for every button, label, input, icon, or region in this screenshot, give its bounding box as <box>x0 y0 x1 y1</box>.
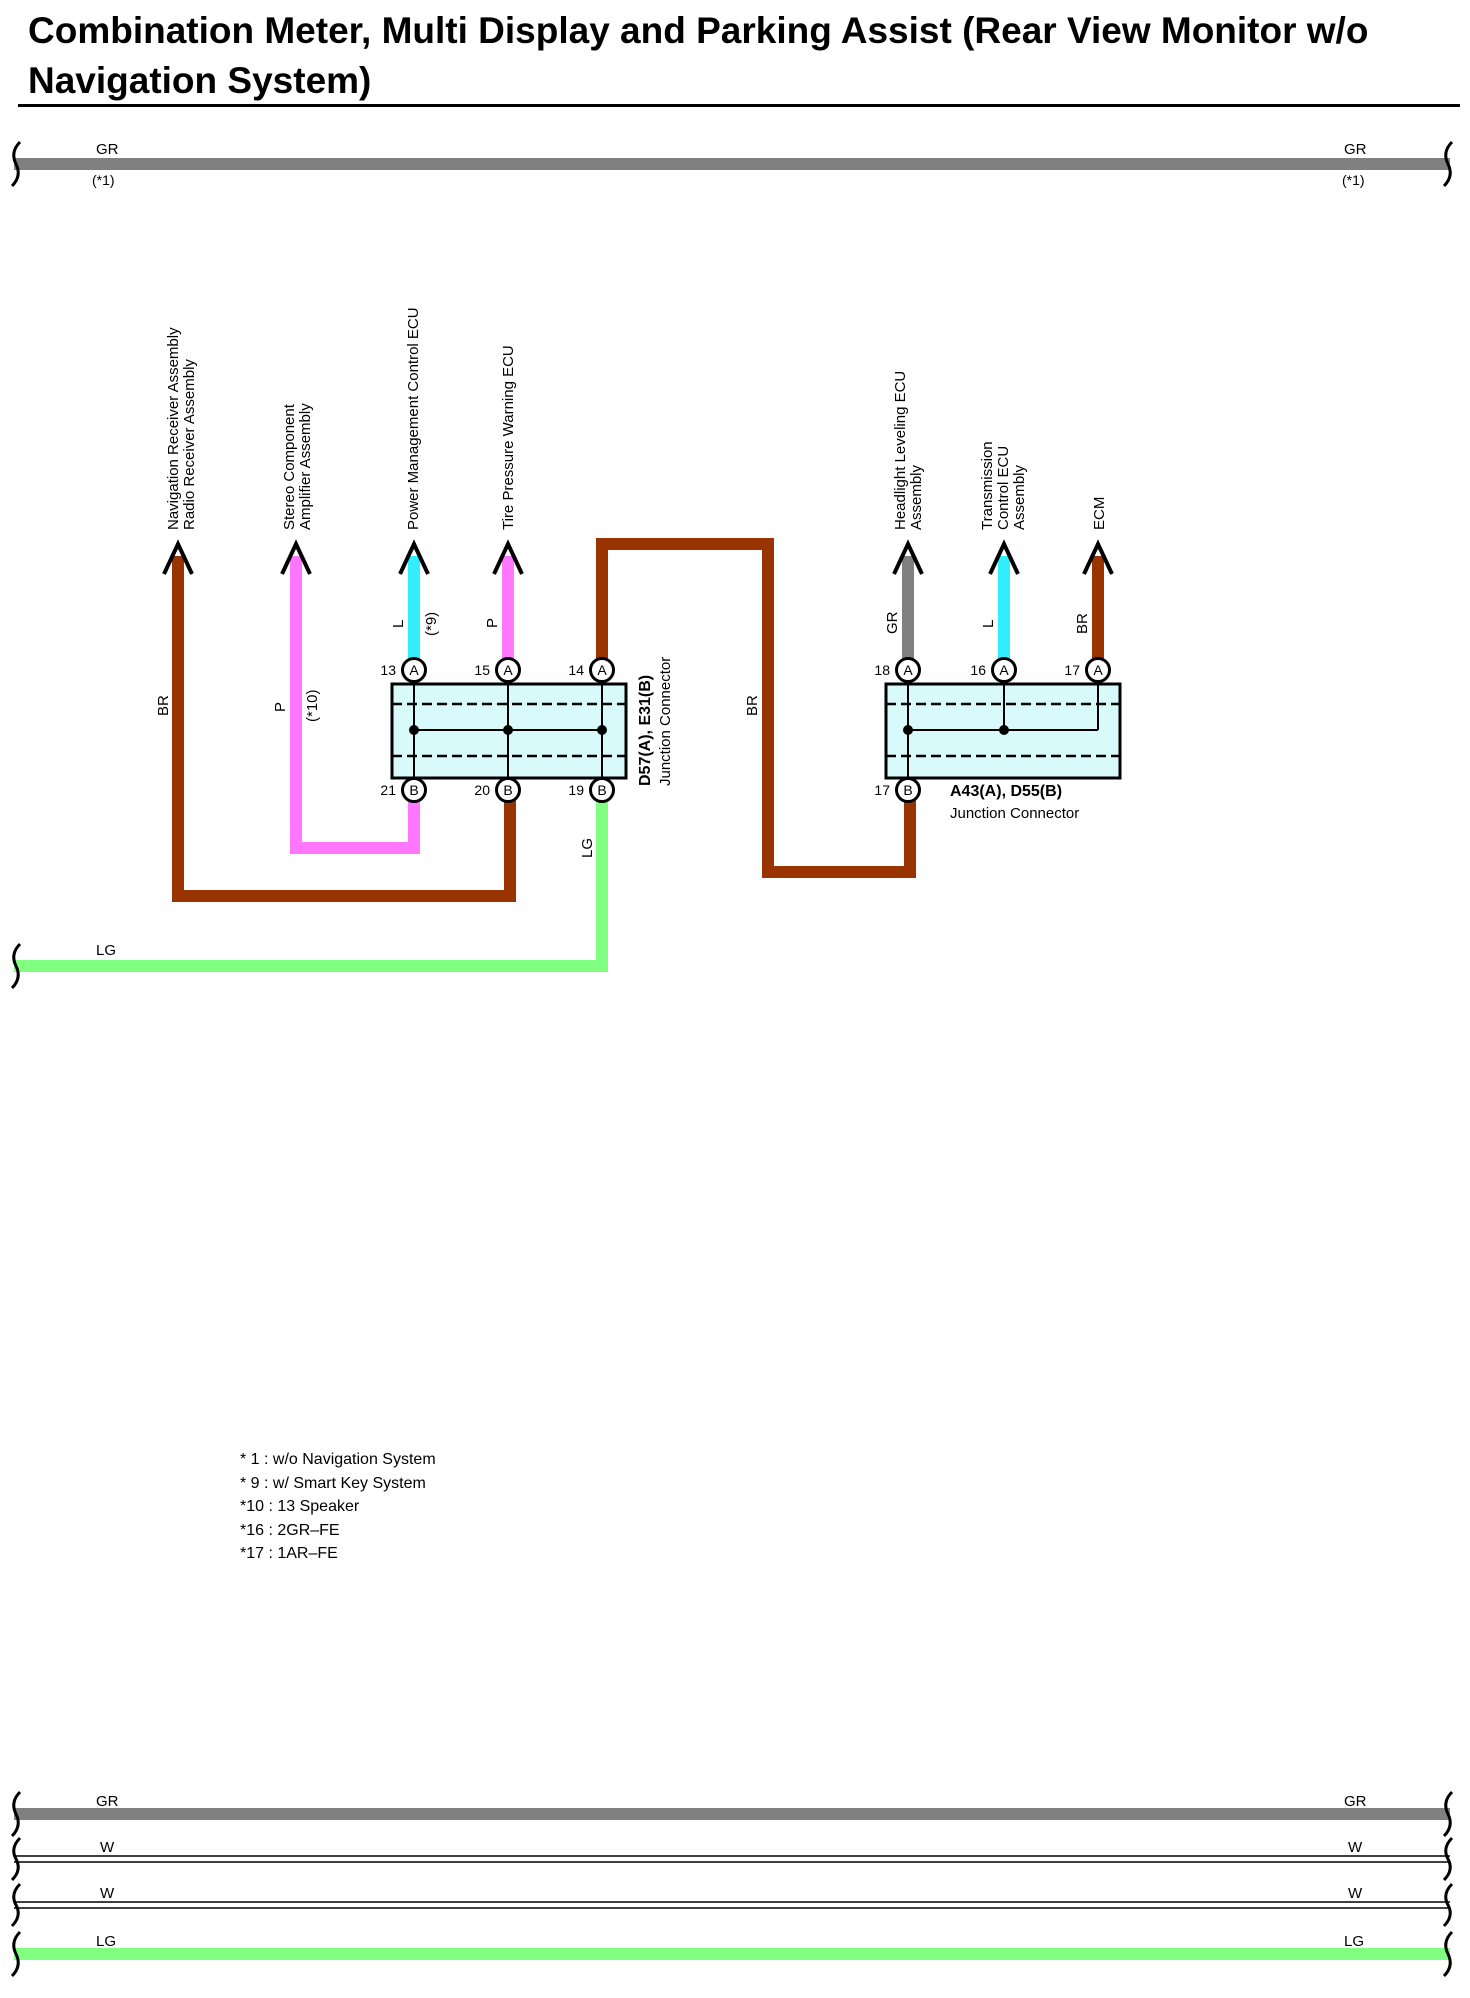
bus-label-lg-right: LG <box>1344 1933 1364 1950</box>
footnote: *17 : 1AR–FE <box>240 1545 338 1562</box>
wire-label-tire-p: P <box>484 618 501 628</box>
connector1-type: Junction Connector <box>657 657 674 786</box>
wire-p-stereo <box>290 556 420 854</box>
pin-letter: A <box>903 662 913 678</box>
pin-number: 21 <box>380 782 396 798</box>
wire-label-lg-bus: LG <box>96 942 116 959</box>
pin-14-a: A 14 <box>568 657 615 683</box>
pin-18-a: A 18 <box>874 657 921 683</box>
ecu-label-tire-pressure: Tire Pressure Warning ECU <box>500 345 517 530</box>
pin-16-a: A 16 <box>970 657 1017 683</box>
pin-19-b: B 19 <box>568 777 615 803</box>
pin-letter: B <box>409 782 418 798</box>
ecu-label-headlight-1: Headlight Leveling ECU <box>892 371 909 530</box>
arrow-up-icon <box>492 539 524 575</box>
connector2-type: Junction Connector <box>950 805 1079 822</box>
pin-number: 15 <box>474 662 490 678</box>
pin-letter: B <box>597 782 606 798</box>
top-gr-bus: GR (*1) GR (*1) <box>10 140 1454 188</box>
ecu-label-transmission-3: Assembly <box>1011 464 1028 530</box>
footnote: *10 : 13 Speaker <box>240 1498 360 1515</box>
footnotes: * 1 : w/o Navigation System * 9 : w/ Sma… <box>240 1448 436 1566</box>
title-underline <box>18 104 1460 107</box>
pin-number: 16 <box>970 662 986 678</box>
wire-br-bridge <box>596 538 916 878</box>
wire-label-nav-br: BR <box>155 695 172 716</box>
pin-number: 17 <box>874 782 890 798</box>
pin-number: 20 <box>474 782 490 798</box>
connector1-name: D57(A), E31(B) <box>637 675 654 786</box>
ecu-label-ecm: ECM <box>1091 497 1108 530</box>
ecu-label-stereo-2: Amplifier Assembly <box>297 403 314 530</box>
pin-letter: B <box>903 782 912 798</box>
footnote: * 9 : w/ Smart Key System <box>240 1474 426 1492</box>
top-bus-left-note: (*1) <box>92 172 115 188</box>
pin-17-b: B 17 <box>874 777 921 803</box>
wire-label-ecm-br: BR <box>1074 613 1091 634</box>
wire-label-bridge-br: BR <box>744 695 761 716</box>
pin-20-b: B 20 <box>474 777 521 803</box>
arrow-up-icon <box>398 539 430 575</box>
ecu-label-nav-2: Radio Receiver Assembly <box>181 359 198 530</box>
top-bus-right-note: (*1) <box>1342 172 1365 188</box>
bus-label-w1-left: W <box>100 1839 115 1856</box>
wire-lg <box>14 790 608 972</box>
ecu-label-power-mgmt: Power Management Control ECU <box>405 307 422 530</box>
ecu-label-transmission-2: Control ECU <box>995 446 1012 530</box>
ecu-label-nav-1: Navigation Receiver Assembly <box>165 327 182 530</box>
pin-number: 19 <box>568 782 584 798</box>
wire-label-power-l: L <box>390 620 407 628</box>
pin-17-a: A 17 <box>1064 657 1111 683</box>
pin-letter: A <box>597 662 607 678</box>
pin-number: 18 <box>874 662 890 678</box>
wire-label-stereo-note: (*10) <box>304 689 321 722</box>
pin-letter: A <box>1093 662 1103 678</box>
bus-label-w1-right: W <box>1348 1839 1363 1856</box>
pin-letter: A <box>409 662 419 678</box>
pin-number: 14 <box>568 662 584 678</box>
bus-label-gr-right: GR <box>1344 1793 1367 1810</box>
bottom-buses: GR GR W W W W LG LG <box>10 1790 1454 1978</box>
wire-label-head-gr: GR <box>884 611 901 634</box>
arrow-up-icon <box>162 539 194 575</box>
page-title: Combination Meter, Multi Display and Par… <box>28 10 1369 101</box>
pin-letter: A <box>999 662 1009 678</box>
bus-label-lg-left: LG <box>96 1933 116 1950</box>
pin-15-a: A 15 <box>474 657 521 683</box>
pin-number: 17 <box>1064 662 1080 678</box>
arrow-up-icon <box>892 539 924 575</box>
ecu-label-stereo-1: Stereo Component <box>281 403 298 530</box>
junction-connector-2: A43(A), D55(B) Junction Connector <box>884 680 1122 822</box>
pin-letter: A <box>503 662 513 678</box>
ecu-label-headlight-2: Assembly <box>908 464 925 530</box>
connector2-name: A43(A), D55(B) <box>950 783 1062 800</box>
pin-number: 13 <box>380 662 396 678</box>
junction-connector-1: D57(A), E31(B) Junction Connector <box>390 657 674 786</box>
wire-label-trans-l: L <box>980 620 997 628</box>
arrow-up-icon <box>280 539 312 575</box>
footnote: *16 : 2GR–FE <box>240 1521 340 1539</box>
footnote: * 1 : w/o Navigation System <box>240 1451 436 1468</box>
top-bus-left-label: GR <box>96 141 119 158</box>
wire-label-stereo-p: P <box>272 702 289 712</box>
bus-label-gr-left: GR <box>96 1793 119 1810</box>
bus-label-w2-right: W <box>1348 1885 1363 1902</box>
bus-label-w2-left: W <box>100 1885 115 1902</box>
wire-label-power-note: (*9) <box>423 612 440 636</box>
pin-13-a: A 13 <box>380 657 427 683</box>
ecu-label-transmission-1: Transmission <box>979 441 996 530</box>
pin-letter: B <box>503 782 512 798</box>
pin-21-b: B 21 <box>380 777 427 803</box>
top-bus-right-label: GR <box>1344 141 1367 158</box>
wire-label-lg-drop: LG <box>579 838 596 858</box>
arrow-up-icon <box>988 539 1020 575</box>
wire-br-nav-radio <box>172 556 516 902</box>
arrow-up-icon <box>1082 539 1114 575</box>
